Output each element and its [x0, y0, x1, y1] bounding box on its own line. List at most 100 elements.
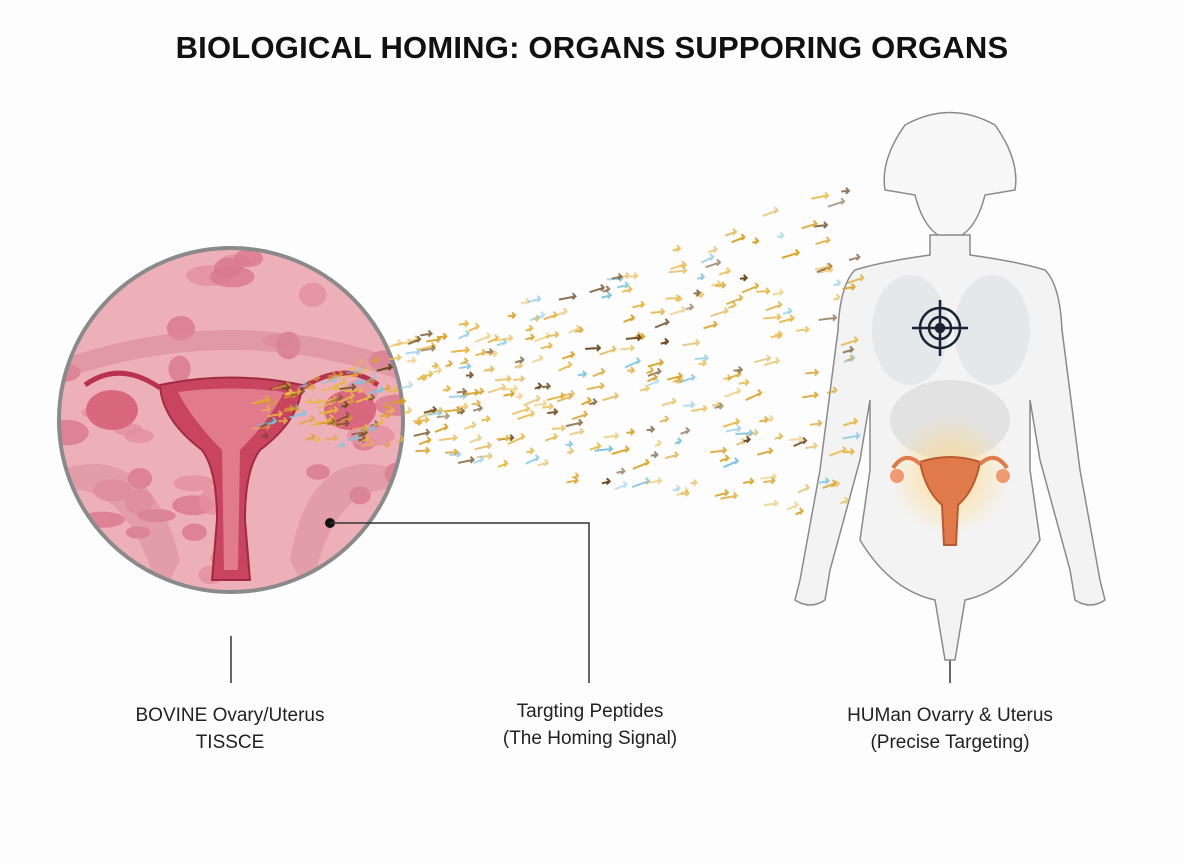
peptide-arrow — [742, 477, 755, 485]
bovine-label-line2: TISSCE — [195, 732, 265, 753]
peptide-arrow — [620, 344, 636, 352]
peptide-arrow — [843, 417, 859, 427]
peptide-arrow — [832, 293, 841, 301]
peptide-arrow — [531, 354, 544, 364]
tissue-cell — [124, 428, 154, 444]
peptide-arrow — [696, 273, 706, 281]
peptide-arrow — [468, 322, 481, 332]
peptide-arrow — [283, 405, 301, 413]
peptide-arrow — [464, 421, 477, 430]
peptide-arrow — [426, 335, 442, 343]
peptide-arrow — [526, 446, 535, 455]
peptide-arrow — [795, 507, 805, 516]
peptide-arrow — [569, 427, 585, 436]
peptide-arrow — [795, 325, 810, 334]
peptide-arrow — [672, 244, 682, 253]
peptide-arrow — [407, 356, 417, 365]
peptide-arrow — [487, 334, 500, 344]
peptide-arrow — [682, 338, 701, 347]
peptide-arrow — [544, 432, 559, 442]
peptide-arrow — [797, 483, 811, 494]
peptide-arrow — [456, 387, 468, 396]
peptide-arrow — [594, 445, 614, 453]
peptide-arrow — [840, 336, 859, 347]
peptide-arrow — [745, 389, 763, 401]
peptides-label-line1: Targting Peptides — [516, 701, 664, 722]
peptide-arrow — [460, 357, 469, 365]
peptide-arrow — [846, 274, 865, 285]
peptide-arrow — [601, 291, 613, 300]
peptide-arrow — [674, 375, 685, 384]
peptide-arrow — [520, 297, 531, 306]
peptide-arrow — [763, 477, 776, 485]
peptide-arrow — [534, 331, 551, 343]
peptide-arrow — [782, 307, 793, 315]
peptide-arrow — [659, 415, 670, 423]
peptide-arrow — [383, 440, 392, 449]
peptide-arrow — [451, 346, 471, 354]
peptide-arrow — [343, 371, 359, 379]
peptide-arrow — [680, 489, 691, 497]
peptide-arrow — [781, 248, 801, 259]
peptide-arrow — [839, 496, 850, 505]
peptide-arrow — [842, 283, 857, 291]
peptide-arrow — [814, 262, 831, 271]
peptide-arrow — [369, 385, 385, 395]
peptide-arrow — [436, 412, 451, 420]
peptide-arrow — [772, 288, 785, 296]
peptide-arrow — [805, 368, 820, 377]
peptide-arrow — [765, 301, 783, 312]
human-label: HUMan Ovarry & Uterus (Precise Targeting… — [800, 702, 1100, 756]
peptide-arrow — [443, 405, 462, 414]
peptide-arrow — [724, 228, 738, 237]
peptide-arrow — [387, 385, 399, 394]
bovine-tissue-circle — [57, 246, 405, 594]
peptide-arrow — [391, 398, 406, 406]
peptide-arrow — [589, 442, 602, 451]
peptide-arrow — [541, 382, 552, 390]
page-title: BIOLOGICAL HOMING: ORGANS SUPPORING ORGA… — [175, 30, 1009, 65]
peptide-arrow — [385, 406, 396, 414]
peptide-arrow — [514, 361, 524, 369]
bovine-label: BOVINE Ovary/Uterus TISSCE — [90, 702, 370, 756]
peptide-arrow — [624, 357, 642, 369]
peptide-arrow — [720, 491, 739, 500]
peptide-arrow — [403, 406, 413, 415]
tissue-cell — [75, 264, 101, 282]
peptide-arrow — [285, 387, 302, 396]
peptide-arrow — [264, 398, 279, 408]
peptide-arrow — [711, 280, 722, 288]
peptide-arrow — [473, 455, 485, 465]
peptide-arrow — [815, 236, 831, 245]
peptide-arrow — [566, 447, 575, 455]
peptide-arrow — [261, 431, 270, 440]
peptide-arrow — [432, 366, 443, 375]
peptide-arrow — [650, 451, 659, 459]
peptide-arrow — [703, 320, 719, 330]
peptide-arrow — [664, 451, 680, 460]
peptide-arrow — [503, 389, 516, 398]
peptide-arrow — [525, 324, 534, 333]
peptide-arrow — [639, 384, 651, 392]
peptide-arrow — [846, 354, 854, 363]
peptide-arrow — [507, 432, 526, 445]
peptide-arrow — [626, 428, 636, 436]
peptide-arrow — [621, 285, 633, 293]
peptide-arrow — [559, 389, 576, 398]
peptide-arrow — [465, 371, 475, 379]
peptide-arrow — [661, 397, 677, 407]
tissue-cell — [367, 553, 403, 578]
peptide-arrow — [527, 295, 542, 304]
peptide-arrow — [625, 333, 643, 342]
human-body — [794, 111, 1106, 661]
peptide-arrow — [335, 419, 350, 427]
peptide-arrow — [728, 301, 737, 309]
peptide-arrow — [646, 366, 655, 375]
peptide-arrow — [415, 446, 431, 455]
peptide-arrow — [458, 319, 470, 328]
peptide-arrow — [547, 408, 559, 416]
peptide-arrow — [805, 442, 819, 450]
peptide-arrow — [623, 314, 636, 323]
peptide-arrow — [438, 434, 458, 442]
